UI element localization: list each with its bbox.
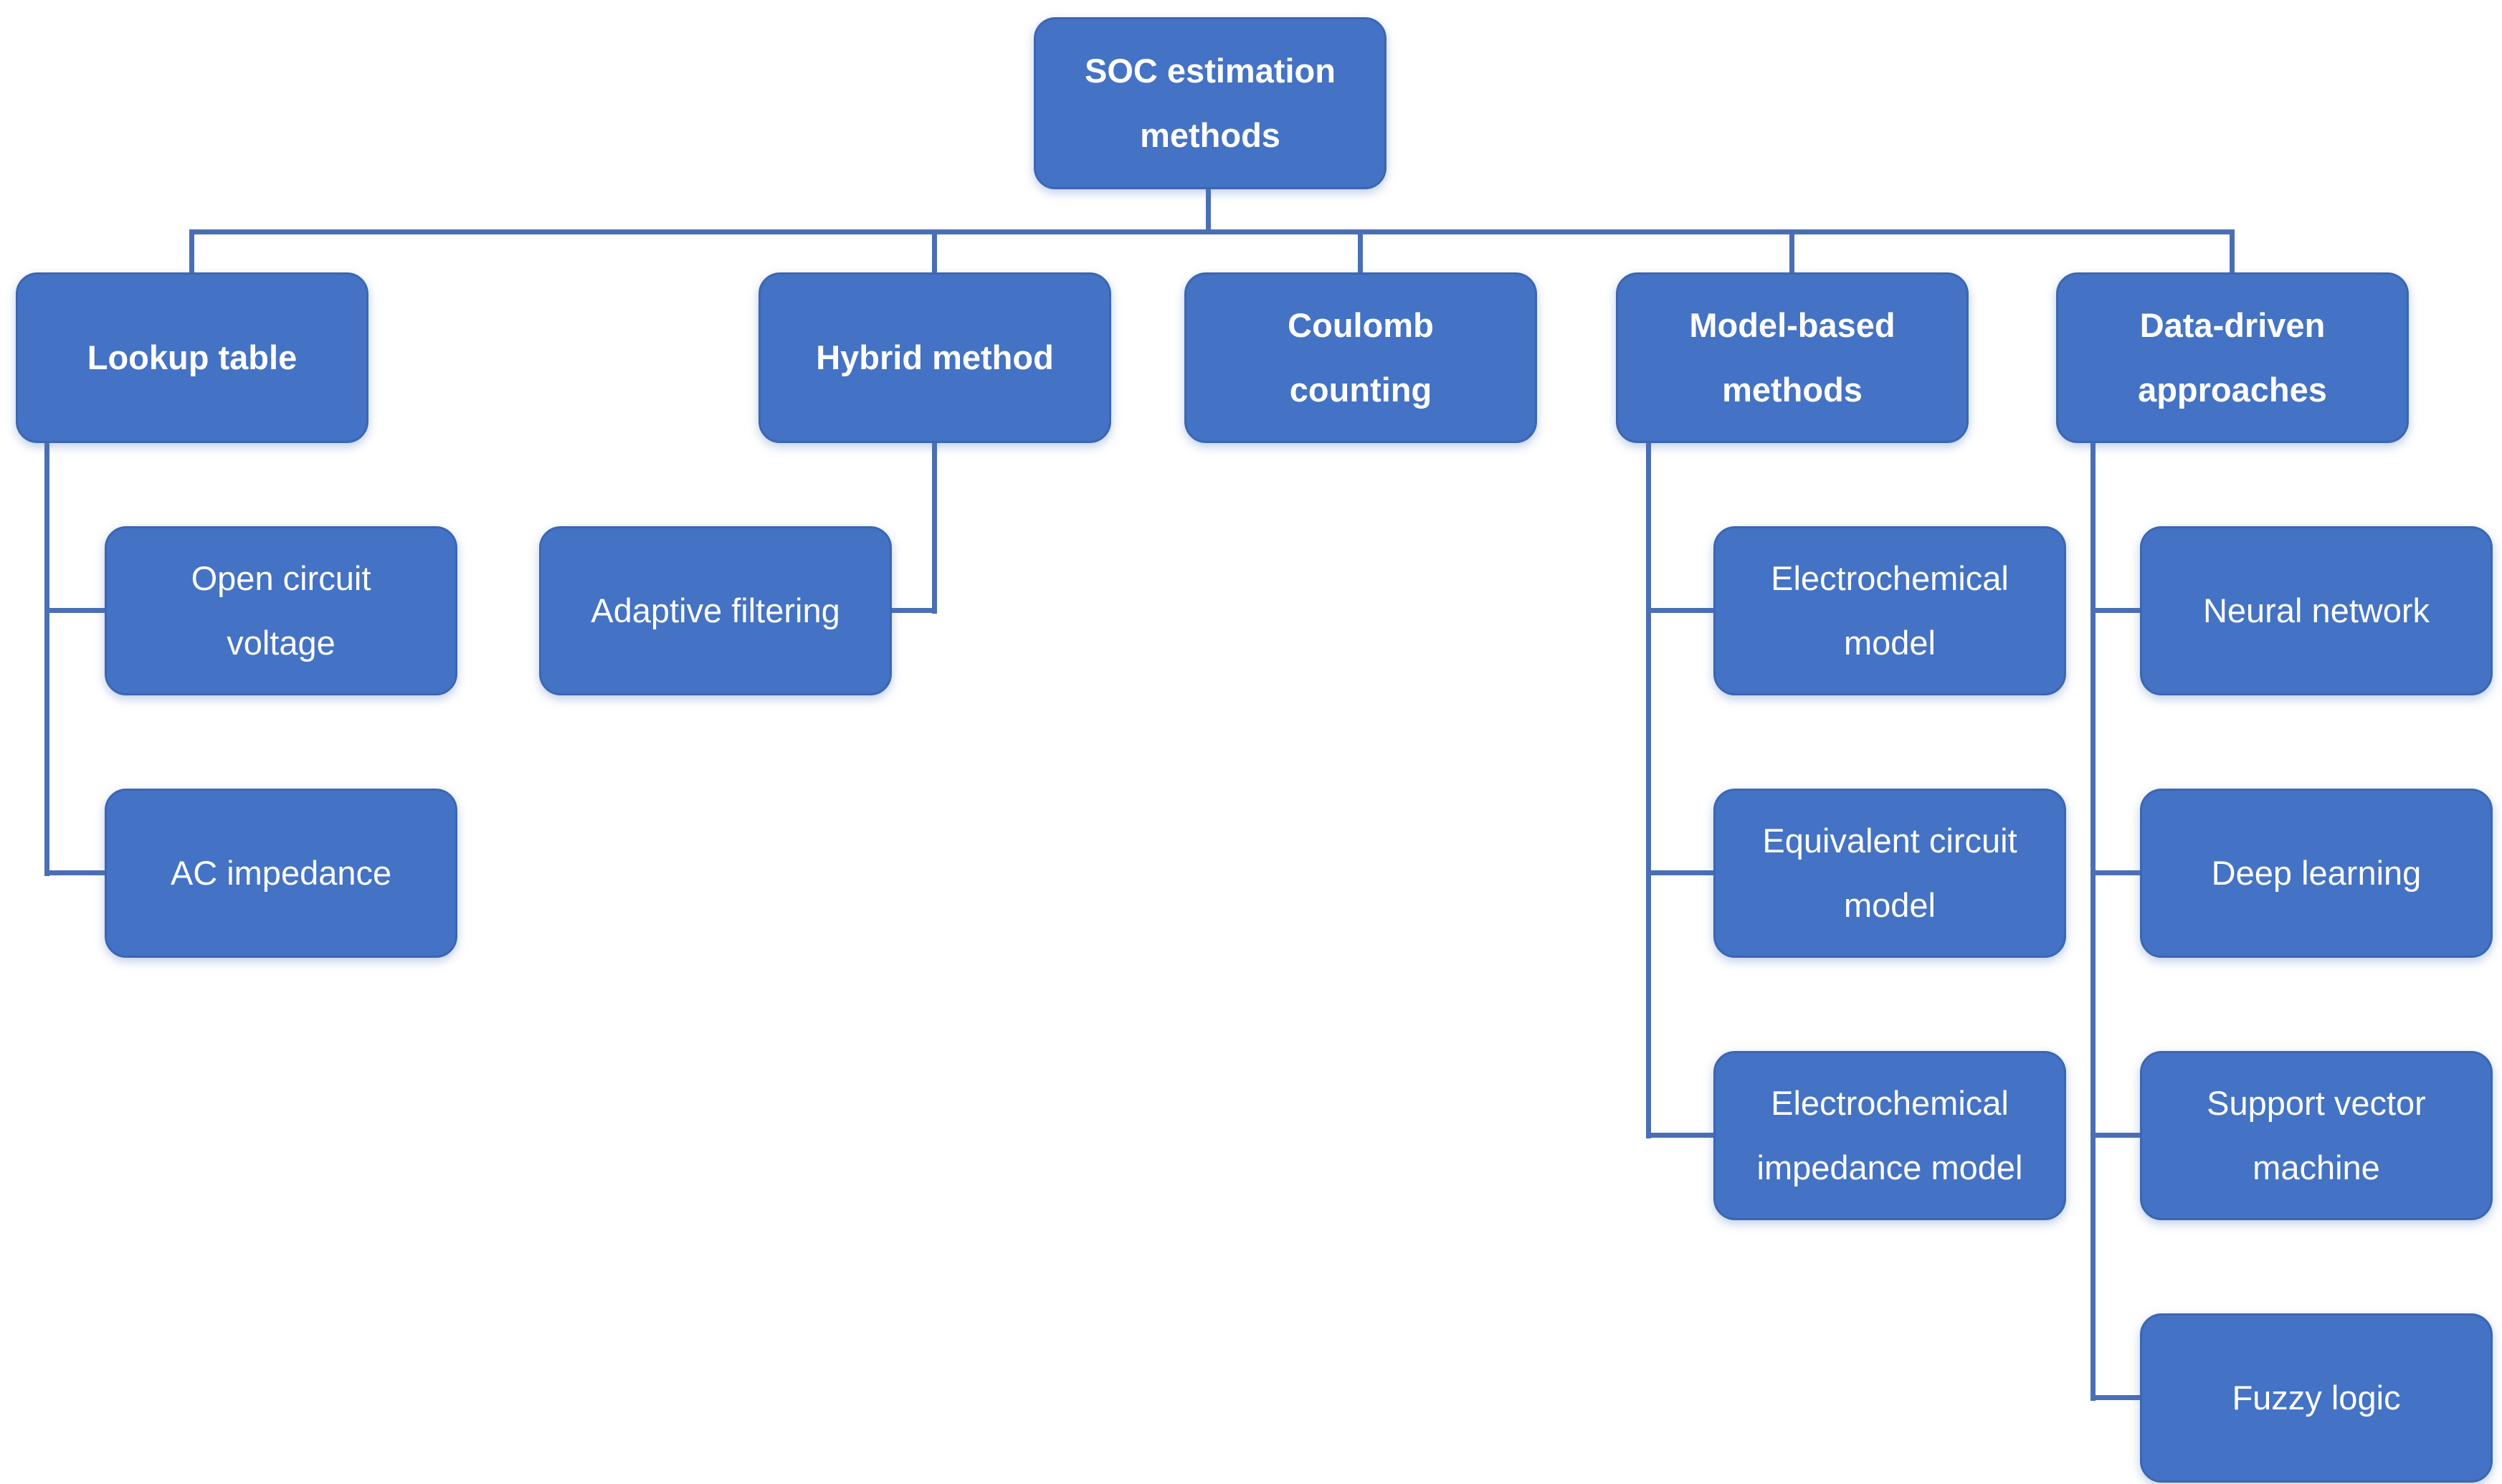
connector-root-stub <box>1206 188 1211 234</box>
node-deep-learning: Deep learning <box>2140 789 2493 958</box>
connector-drop-model <box>1789 229 1794 275</box>
node-label: Model-based methods <box>1689 306 1895 409</box>
node-electrochemical-model: Electrochemical model <box>1713 526 2066 695</box>
connector-data-child1 <box>2090 608 2140 613</box>
node-equivalent-circuit-model: Equivalent circuit model <box>1713 789 2066 958</box>
connector-lookup-trunk <box>44 439 49 876</box>
connector-drop-data <box>2230 229 2235 275</box>
connector-hybrid-child1 <box>892 608 937 613</box>
node-label: Support vector machine <box>2207 1084 2426 1186</box>
node-label: Electrochemical model <box>1771 559 2009 662</box>
connector-model-child1 <box>1646 608 1713 613</box>
connector-lookup-child1 <box>44 608 105 613</box>
connector-lookup-child2 <box>44 870 105 875</box>
node-label: Lookup table <box>87 338 298 376</box>
node-hybrid-method: Hybrid method <box>758 272 1111 443</box>
connector-drop-coulomb <box>1358 229 1363 275</box>
connector-data-child4 <box>2090 1395 2140 1400</box>
node-label: Neural network <box>2202 591 2430 629</box>
node-label: Deep learning <box>2211 854 2422 892</box>
node-label: Electrochemical impedance model <box>1756 1084 2023 1186</box>
node-support-vector-machine: Support vector machine <box>2140 1051 2493 1220</box>
node-open-circuit-voltage: Open circuit voltage <box>105 526 457 695</box>
node-neural-network: Neural network <box>2140 526 2493 695</box>
node-lookup-table: Lookup table <box>16 272 368 443</box>
node-label: Open circuit voltage <box>191 559 371 662</box>
node-label: Fuzzy logic <box>2232 1379 2401 1417</box>
node-label: Hybrid method <box>816 338 1054 376</box>
connector-data-child3 <box>2090 1133 2140 1138</box>
node-adaptive-filtering: Adaptive filtering <box>539 526 892 695</box>
node-label: Adaptive filtering <box>591 591 840 629</box>
node-model-based-methods: Model-based methods <box>1616 272 1969 443</box>
node-label: Data-driven approaches <box>2138 306 2327 409</box>
connector-data-trunk <box>2090 439 2096 1401</box>
node-electrochemical-impedance-model: Electrochemical impedance model <box>1713 1051 2066 1220</box>
node-label: SOC estimation methods <box>1085 52 1336 154</box>
connector-drop-hybrid <box>932 229 937 275</box>
connector-hybrid-trunk <box>932 439 937 614</box>
node-label: Coulomb counting <box>1288 306 1434 409</box>
node-data-driven-approaches: Data-driven approaches <box>2056 272 2409 443</box>
connector-drop-lookup <box>189 229 194 275</box>
connector-model-child3 <box>1646 1133 1713 1138</box>
node-ac-impedance: AC impedance <box>105 789 457 958</box>
node-label: Equivalent circuit model <box>1762 822 2017 924</box>
node-coulomb-counting: Coulomb counting <box>1184 272 1537 443</box>
node-fuzzy-logic: Fuzzy logic <box>2140 1313 2493 1483</box>
connector-main-rail <box>189 229 2235 234</box>
node-label: AC impedance <box>170 854 392 892</box>
node-soc-estimation-methods: SOC estimation methods <box>1034 17 1386 189</box>
connector-data-child2 <box>2090 870 2140 875</box>
connector-model-trunk <box>1646 439 1651 1138</box>
connector-model-child2 <box>1646 870 1713 875</box>
